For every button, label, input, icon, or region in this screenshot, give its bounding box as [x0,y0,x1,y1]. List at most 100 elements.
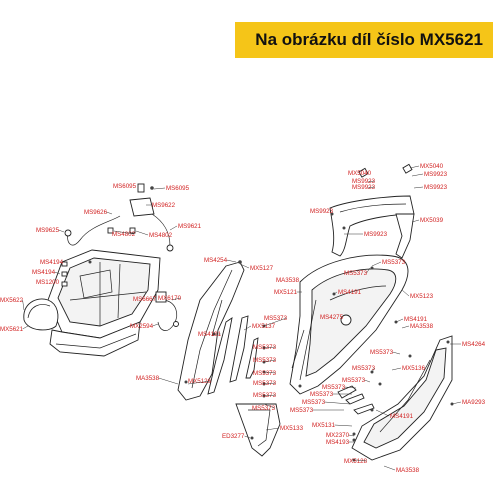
leader-line [171,297,181,301]
leader-line [375,409,390,417]
part-label: MX5123 [410,293,434,300]
part-label: MS9625 [36,227,60,234]
leader-line [411,219,420,223]
part-label: MS9923 [424,184,448,191]
part-label: MX6170 [158,295,182,302]
small-trim-pieces [337,385,375,415]
part-label: MS5373 [290,407,314,414]
part-label: MS5373 [252,405,276,412]
part-label: MA3538 [136,375,160,382]
part-label: MS9923 [310,208,334,215]
storage-box [47,249,161,357]
part-label: MA3538 [276,277,300,284]
part-label: ED3277 [222,433,245,440]
part-label: MS9626 [84,209,108,216]
leader-line [152,323,159,327]
part-label: MX5128 [344,458,368,465]
leader-line [58,229,65,233]
part-label: MX5133 [280,425,304,432]
part-label: MX5040 [420,163,444,170]
electrical-part [155,291,179,331]
leader-line [395,318,404,323]
leader-line [239,263,250,269]
leader-line [158,377,179,385]
leader-line [263,346,276,349]
leader-line [265,427,280,431]
leader-line [371,367,375,373]
rear-carrier [329,163,415,259]
leader-line [401,325,410,329]
part-number-banner: Na obrázku díl číslo MX5621 [235,22,493,58]
leader-line [263,382,276,385]
part-label: MA3538 [410,323,434,330]
leader-line [263,359,276,363]
part-label: MS4275 [320,314,344,321]
leader-line [263,371,276,374]
part-label: MX5127 [250,265,274,272]
part-label: MS5373 [322,384,346,391]
leader-line [391,367,402,371]
leader-line [226,259,237,263]
banner-title: Na obrázku díl číslo MX5621 [255,30,483,49]
part-label: MS5373 [302,399,326,406]
part-label: MS5373 [370,349,394,356]
part-label: MS4193 [326,439,350,446]
leader-line [22,325,29,330]
part-label: MS6667 [133,296,157,303]
part-label: MS9923 [352,178,376,185]
storage-lid [23,298,59,331]
leader-line [263,394,276,397]
leader-line [169,225,178,231]
leader-line [364,379,371,383]
part-label: MS5373 [344,270,368,277]
leader-line [187,380,211,385]
part-label: MA9293 [462,399,486,406]
leader-line [367,180,375,183]
trim-strips [207,315,259,395]
leader-line [366,267,371,274]
part-label: MX5137 [252,323,276,330]
leader-line [348,434,355,437]
part-label: MS4194 [40,259,64,266]
part-label: MS6095 [166,185,190,192]
part-label: MS4254 [204,257,228,264]
part-label: MS4191 [338,289,362,296]
leader-line [263,403,275,409]
part-label: MX5126 [188,378,212,385]
part-label: MS9923 [352,184,376,191]
part-label: MS4264 [462,341,486,348]
leader-line [243,325,252,331]
part-label: MX5136 [402,365,426,372]
part-label: MX2594 [130,323,154,330]
leader-line [367,186,375,189]
part-label: MS4802 [112,231,136,238]
part-label: MS5373 [310,391,334,398]
leader-line [383,465,396,471]
part-label: MS5373 [382,259,406,266]
part-label: MS5373 [352,365,376,372]
leader-line [401,289,410,297]
leader-line [334,424,353,427]
part-label: MS5373 [264,315,288,322]
leader-line [153,187,166,190]
part-label: MS5373 [253,344,277,351]
part-label: MX2370 [326,432,350,439]
leader-line [106,211,113,215]
part-label: MS9621 [178,223,202,230]
leader-line [54,271,61,275]
leader-line [411,173,424,177]
part-label: MS5373 [253,392,277,399]
leader-line [135,230,149,236]
part-label: MX5621 [0,326,24,333]
leader-line [244,435,251,439]
leader-line [409,165,420,169]
part-label: MX5039 [420,217,444,224]
part-label: MS4191 [390,413,414,420]
part-label: MS9923 [364,231,388,238]
rear-bottom-cover [235,403,281,457]
right-side-cover [351,335,453,461]
part-label: MA3538 [396,467,420,474]
leader-line [392,351,401,355]
part-label: MX5121 [274,289,298,296]
